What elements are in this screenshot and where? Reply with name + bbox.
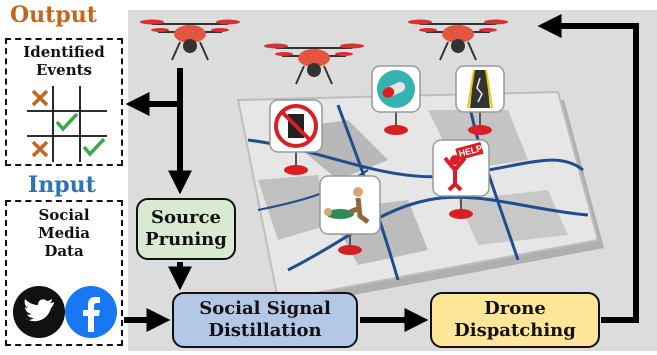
identified-label-line2: Events	[36, 61, 92, 79]
drone-top-right	[408, 19, 508, 61]
twitter-icon	[13, 286, 65, 338]
injured-person-icon	[324, 187, 370, 224]
cracked-road-pin	[455, 65, 505, 135]
facebook-icon	[65, 286, 117, 338]
drone-top-left	[140, 19, 240, 61]
check-mark-icon	[82, 137, 106, 157]
events-grid	[27, 86, 107, 162]
distillation-line2: Distillation	[208, 320, 322, 341]
social-label-line1: Social	[38, 206, 90, 224]
social-logos	[13, 286, 117, 338]
identified-events-box: Identified Events	[5, 38, 123, 166]
map	[236, 90, 604, 308]
scene-illustration: HELP	[140, 19, 604, 308]
social-media-box: Social Media Data	[5, 200, 123, 346]
distillation-line1: Social Signal	[199, 298, 331, 319]
identified-label-line1: Identified	[23, 43, 105, 61]
drone-center	[264, 43, 364, 85]
social-label-line2: Media	[37, 224, 91, 242]
no-fuel-pin	[269, 99, 323, 175]
dispatching-line2: Dispatching	[454, 320, 576, 341]
injured-person-pin	[319, 175, 381, 255]
drone-dispatching-box: Drone Dispatching	[430, 292, 600, 348]
source-pruning-line2: Pruning	[145, 229, 227, 250]
x-mark-icon	[31, 89, 49, 107]
help-person-icon	[443, 155, 467, 192]
help-pin: HELP	[432, 139, 490, 219]
social-signal-distillation-box: Social Signal Distillation	[172, 292, 358, 348]
dispatching-line1: Drone	[484, 298, 546, 319]
x-mark-icon	[31, 140, 49, 158]
output-heading: Output	[10, 2, 97, 28]
medicine-pin	[371, 65, 421, 135]
input-heading: Input	[28, 172, 96, 198]
social-label-line3: Data	[44, 242, 84, 260]
check-mark-icon	[55, 112, 79, 132]
scene-panel: HELP	[128, 10, 657, 351]
cracked-road-icon	[470, 70, 490, 108]
source-pruning-line1: Source	[151, 207, 221, 228]
source-pruning-box: Source Pruning	[136, 198, 236, 260]
arrow-feedback-to-drones	[537, 14, 639, 323]
